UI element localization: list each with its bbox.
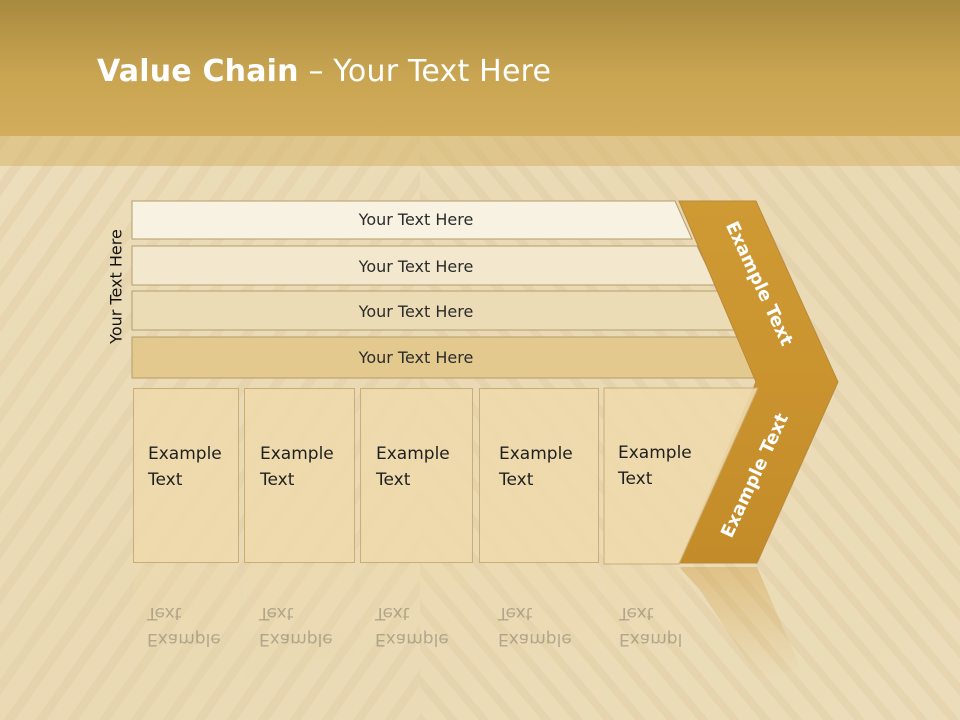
example-box-4-line2: Text: [499, 470, 534, 490]
example-box-1-line2: Text: [148, 470, 183, 490]
example-box-1: Example Text: [133, 388, 239, 563]
example-box-3-line1: Example: [376, 444, 450, 464]
title-bar-fade: [0, 136, 960, 166]
chevron-reflection: [679, 567, 800, 680]
title-bar: [0, 0, 960, 136]
box-reflection-3-line2: Text: [375, 603, 410, 623]
box-reflection-5-line2: Text: [619, 603, 654, 623]
box-reflection-5: Example Text: [604, 566, 682, 684]
example-box-3: Example Text: [360, 388, 473, 563]
example-box-1-line1: Example: [148, 444, 222, 464]
box-reflection-2-fill: [244, 566, 355, 684]
box-reflection-3-line1: Example: [375, 629, 449, 649]
box-reflection-2: Example Text: [244, 566, 355, 684]
example-box-4: Example Text: [479, 388, 599, 563]
slide-title-bold: Value Chain: [97, 54, 299, 89]
box-reflection-3-text: Example Text: [360, 566, 473, 684]
box-reflection-4-text: Example Text: [479, 566, 599, 684]
slide-title: Value Chain – Your Text Here: [97, 54, 551, 89]
example-box-4-line1: Example: [499, 444, 573, 464]
example-box-5: Example Text: [618, 440, 692, 492]
box-reflection-2-text: Example Text: [244, 566, 355, 684]
box-reflection-1-fill: [133, 566, 239, 684]
bar-2-label: Your Text Here: [358, 257, 474, 276]
box-reflection-1-line1: Example: [147, 629, 221, 649]
bar-1: [131, 200, 693, 240]
box-reflection-4-line1: Example: [498, 629, 572, 649]
box-reflection-2-line2: Text: [259, 603, 294, 623]
box-reflection-5-text: Example Text: [604, 566, 682, 684]
box-reflection-4-fill: [479, 566, 599, 684]
box-reflection-2-line1: Example: [259, 629, 333, 649]
box-reflection-4-line2: Text: [498, 603, 533, 623]
bar-1-label: Your Text Here: [358, 210, 474, 229]
box-reflection-3-fill: [360, 566, 473, 684]
example-box-2-line2: Text: [260, 470, 295, 490]
example-box-2-line1: Example: [260, 444, 334, 464]
box-reflection-5-fill: [604, 566, 682, 684]
bar-3-label: Your Text Here: [358, 302, 474, 321]
example-box-5-shape: [603, 387, 759, 565]
box-reflection-4: Example Text: [479, 566, 599, 684]
example-box-5-line2: Text: [618, 469, 653, 489]
example-box-5-line1: Example: [618, 443, 692, 463]
box-reflection-3: Example Text: [360, 566, 473, 684]
box-reflection-1-line2: Text: [147, 603, 182, 623]
example-box-3-line2: Text: [376, 470, 411, 490]
box-reflection-1: Example Text: [133, 566, 239, 684]
box-reflection-1-text: Example Text: [133, 566, 239, 684]
box-reflection-5-line1: Example: [619, 629, 682, 649]
example-box-2: Example Text: [244, 388, 355, 563]
slide-title-rest: – Your Text Here: [298, 54, 552, 89]
bar-4-label: Your Text Here: [358, 348, 474, 367]
